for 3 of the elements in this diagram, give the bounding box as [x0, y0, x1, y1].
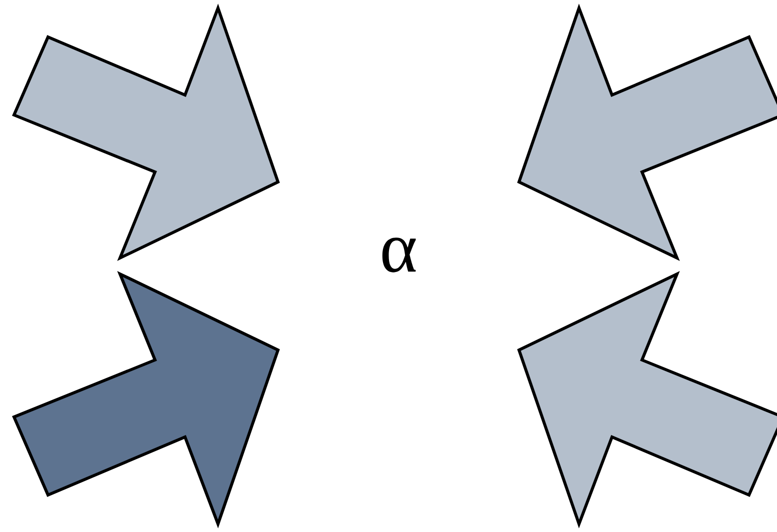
- block-arrow: [517, 270, 777, 528]
- symbol-label: α: [382, 238, 416, 272]
- block-arrow: [517, 4, 777, 262]
